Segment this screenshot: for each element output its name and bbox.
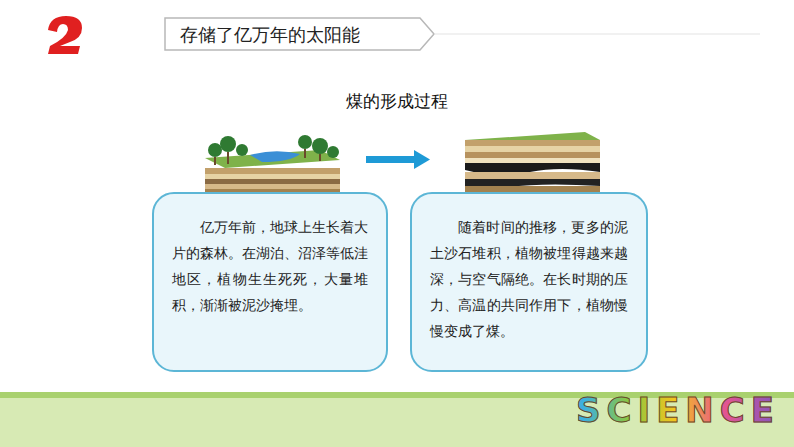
text-box: 亿万年前，地球上生长着大片的森林。在湖泊、沼泽等低洼地区，植物生生死死，大量堆积… <box>152 192 388 372</box>
box-text: 亿万年前，地球上生长着大片的森林。在湖泊、沼泽等低洼地区，植物生生死死，大量堆积… <box>172 214 368 318</box>
section-icon <box>48 16 82 54</box>
text-box: 随着时间的推移，更多的泥土沙石堆积，植物被埋得越来越深，与空气隔绝。在长时期的压… <box>410 192 648 372</box>
forest-layers-illustration <box>205 135 340 194</box>
slide-title: 存储了亿万年的太阳能 <box>180 20 360 50</box>
science-wordmark: SCIENCE <box>490 390 780 430</box>
header-box <box>165 18 434 50</box>
diagram-subtitle: 煤的形成过程 <box>0 90 794 113</box>
box-text: 随着时间的推移，更多的泥土沙石堆积，植物被埋得越来越深，与空气隔绝。在长时期的压… <box>430 214 628 344</box>
coal-layers-illustration <box>465 132 600 194</box>
flow-arrow <box>366 150 430 169</box>
header-line <box>434 34 760 35</box>
